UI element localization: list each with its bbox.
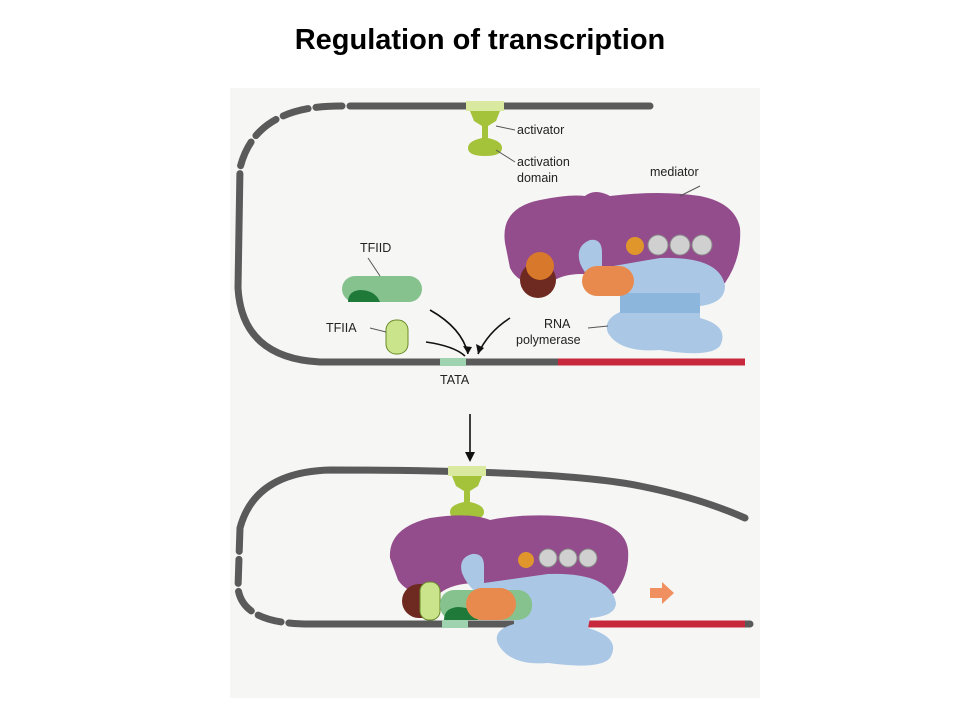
rna-polymerase-label-1: RNA — [544, 317, 571, 331]
bottom-panel — [234, 466, 754, 666]
transcription-figure: activator activation domain mediator RNA… — [230, 88, 760, 698]
tfiid-tbp-subunit — [348, 290, 380, 302]
activator-binding-site-top — [466, 101, 504, 111]
arrowhead-1 — [463, 346, 472, 354]
slide-title: Regulation of transcription — [294, 24, 666, 56]
transition-arrowhead — [465, 452, 475, 462]
mediator-subunit-1 — [647, 234, 669, 256]
tfiid-label: TFIID — [360, 241, 391, 255]
mediator-subunit-3 — [691, 234, 713, 256]
dna-strand-top — [234, 102, 754, 366]
mediator-subunit-6 — [578, 548, 598, 568]
mediator-leader — [679, 185, 701, 197]
assembly-arrow-2 — [425, 341, 466, 357]
tata-box-bottom — [442, 620, 468, 628]
tfiia-leader — [369, 327, 387, 333]
rna-polymerase-label-2: polymerase — [516, 333, 581, 347]
arrowhead-3 — [476, 344, 484, 354]
general-factor-salmon-top — [582, 266, 634, 296]
tata-label: TATA — [440, 373, 470, 387]
mediator-subunit-2 — [669, 234, 691, 256]
rna-polymerase-cleft-top — [620, 293, 700, 313]
transcription-diagram: activator activation domain mediator RNA… — [230, 88, 760, 698]
activation-domain-label-2: domain — [517, 171, 558, 185]
rna-polymerase-leader — [587, 325, 609, 329]
tfiia-label: TFIIA — [326, 321, 357, 335]
tfiia-bound — [419, 581, 441, 621]
mediator-subunit-5 — [558, 548, 578, 568]
activator-leader — [495, 125, 516, 131]
tfiid-leader — [367, 257, 381, 277]
activation-domain-label-1: activation — [517, 155, 570, 169]
activator-protein-bottom — [450, 476, 484, 520]
activation-domain-leader — [495, 149, 516, 163]
top-panel: activator activation domain mediator RNA… — [234, 101, 754, 387]
activator-label: activator — [517, 123, 564, 137]
mediator-subunit-4 — [538, 548, 558, 568]
general-factor-amber-top — [626, 237, 644, 255]
tfiia-protein — [385, 319, 409, 355]
rna-polymerase-bottom — [461, 553, 616, 666]
mediator-label: mediator — [650, 165, 699, 179]
general-factor-amber-bottom — [518, 552, 534, 568]
activator-binding-site-bottom — [448, 466, 486, 476]
general-factor-orange-top — [526, 252, 554, 280]
tata-box-top — [440, 358, 466, 366]
dna-strand-bottom — [234, 466, 754, 628]
general-factor-salmon-bottom — [466, 588, 516, 620]
activator-protein-top — [468, 111, 502, 156]
transcription-direction-arrow — [650, 582, 674, 604]
